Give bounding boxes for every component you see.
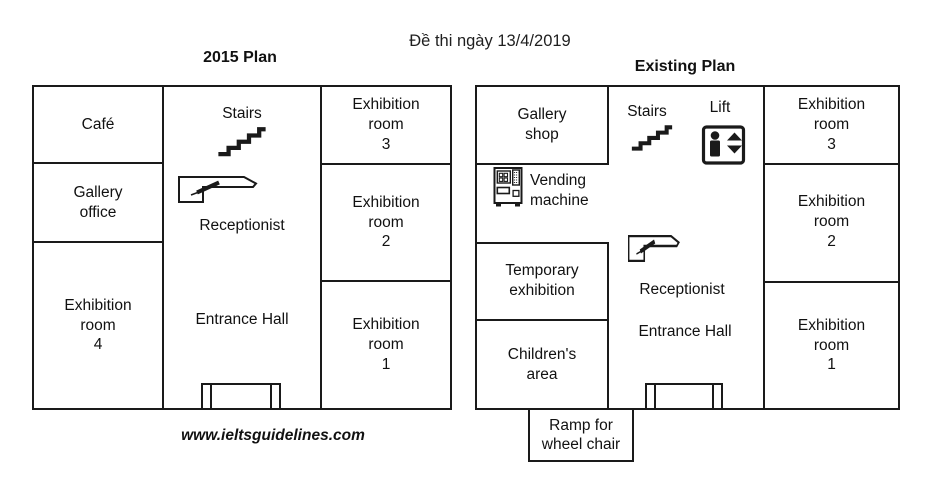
wall-divider xyxy=(477,242,607,244)
door-jamb xyxy=(210,385,212,408)
wall-divider xyxy=(607,242,609,408)
wall-divider xyxy=(763,87,765,408)
lift-label: Lift xyxy=(709,99,731,116)
room-exhibition-2: Exhibition room 2 xyxy=(352,193,420,251)
receptionist-label: Receptionist xyxy=(199,217,285,234)
plan-existing: Gallery shop Vending m xyxy=(475,85,900,410)
stairs-icon xyxy=(627,122,677,151)
entrance-door-icon xyxy=(201,383,281,408)
room-exhibition-1: Exhibition room 1 xyxy=(797,316,866,374)
room-gallery-shop: Gallery shop xyxy=(477,87,609,165)
room-cafe: Café xyxy=(81,115,115,133)
wall-divider xyxy=(477,319,607,321)
room-exhibition-4: Exhibition room 4 xyxy=(64,296,132,354)
wall-divider xyxy=(765,163,898,165)
reception-desk-icon xyxy=(628,235,680,262)
door-jamb xyxy=(270,385,272,408)
exam-title: Đề thi ngày 13/4/2019 xyxy=(409,32,571,50)
ramp-for-wheelchair-box: Ramp for wheel chair xyxy=(528,408,634,462)
receptionist-label: Receptionist xyxy=(639,281,725,298)
plan-2015: Café Gallery office Exhibition room 4 St… xyxy=(32,85,452,410)
room-temporary-exhibition: Temporary exhibition xyxy=(505,261,579,299)
stairs-icon xyxy=(214,123,270,157)
wall-divider xyxy=(34,162,162,164)
plan-existing-title: Existing Plan xyxy=(634,58,736,75)
website-label: www.ieltsguidelines.com xyxy=(181,427,365,444)
room-exhibition-1: Exhibition room 1 xyxy=(352,316,420,373)
stairs-label: Stairs xyxy=(627,103,667,120)
room-exhibition-3: Exhibition room 3 xyxy=(352,96,420,153)
wall-divider xyxy=(34,241,162,243)
door-jamb xyxy=(712,385,714,408)
room-childrens-area: Children's area xyxy=(507,345,577,383)
wall-divider xyxy=(322,163,450,165)
stairs-label: Stairs xyxy=(222,105,262,122)
door-jamb xyxy=(654,385,656,408)
wall-divider xyxy=(320,87,322,408)
wall-divider xyxy=(162,87,164,408)
lift-icon xyxy=(701,125,746,165)
vending-machine-label: Vending machine xyxy=(530,172,589,209)
room-exhibition-2: Exhibition room 2 xyxy=(797,193,866,250)
plan-2015-title: 2015 Plan xyxy=(203,49,277,66)
room-gallery-office: Gallery office xyxy=(73,183,123,221)
room-exhibition-3: Exhibition room 3 xyxy=(797,96,866,153)
vending-machine-icon xyxy=(493,167,524,208)
wall-divider xyxy=(322,280,450,282)
entrance-hall-label: Entrance Hall xyxy=(195,311,289,328)
wall-divider xyxy=(765,281,898,283)
entrance-door-icon xyxy=(645,383,723,408)
reception-desk-icon xyxy=(178,176,258,203)
entrance-hall-label: Entrance Hall xyxy=(638,323,732,340)
